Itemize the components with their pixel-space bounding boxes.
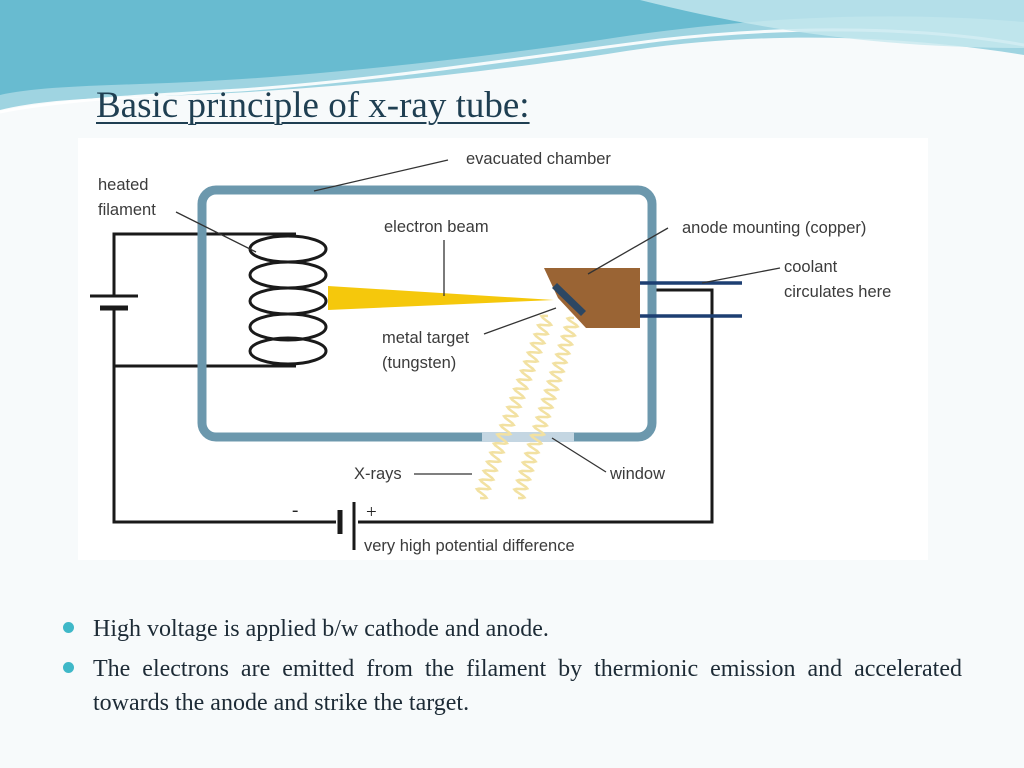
slide-title: Basic principle of x-ray tube: <box>96 85 530 126</box>
label-potential-difference: very high potential difference <box>364 537 575 555</box>
bullet-text: The electrons are emitted from the filam… <box>93 656 962 716</box>
bullet-item: The electrons are emitted from the filam… <box>62 652 962 720</box>
copper-anode <box>544 268 640 328</box>
bullet-text: High voltage is applied b/w cathode and … <box>93 616 549 642</box>
label-minus: - <box>292 500 298 521</box>
heated-filament-coil <box>248 232 328 368</box>
bullet-item: High voltage is applied b/w cathode and … <box>62 612 962 646</box>
label-circulates-here: circulates here <box>784 283 891 301</box>
x-ray-wave-2 <box>512 316 580 500</box>
top-wave-right <box>640 0 1024 48</box>
label-evacuated-chamber: evacuated chamber <box>466 150 611 168</box>
label-metal-target: metal target <box>382 329 470 347</box>
tungsten-target <box>552 283 586 316</box>
main-circuit-wire-left <box>112 366 336 524</box>
label-heated: heated <box>98 176 148 194</box>
main-circuit-wire-right <box>358 288 714 524</box>
label-filament: filament <box>98 201 156 219</box>
x-ray-wave-1 <box>474 314 554 500</box>
electron-beam <box>328 286 554 310</box>
x-ray-waves <box>474 314 580 500</box>
label-window: window <box>609 465 665 483</box>
evacuated-chamber-wall <box>197 185 657 442</box>
label-anode-mounting: anode mounting (copper) <box>682 219 866 237</box>
tube-window <box>482 432 574 442</box>
bullet-list: High voltage is applied b/w cathode and … <box>62 612 962 726</box>
label-x-rays: X-rays <box>354 465 402 483</box>
filament-lower-wire <box>112 308 256 368</box>
circuit-wires <box>112 232 714 524</box>
diagram-panel <box>78 138 928 560</box>
label-leader-lines <box>175 159 781 475</box>
label-tungsten: (tungsten) <box>382 354 456 372</box>
filament-upper-wire <box>112 232 256 296</box>
diagram-labels: heated filament evacuated chamber electr… <box>98 150 891 555</box>
label-electron-beam: electron beam <box>384 218 489 236</box>
top-wave-band-light <box>0 0 1024 95</box>
x-ray-tube-diagram: heated filament evacuated chamber electr… <box>90 150 891 555</box>
label-plus: + <box>366 502 377 523</box>
label-coolant: coolant <box>784 258 838 276</box>
